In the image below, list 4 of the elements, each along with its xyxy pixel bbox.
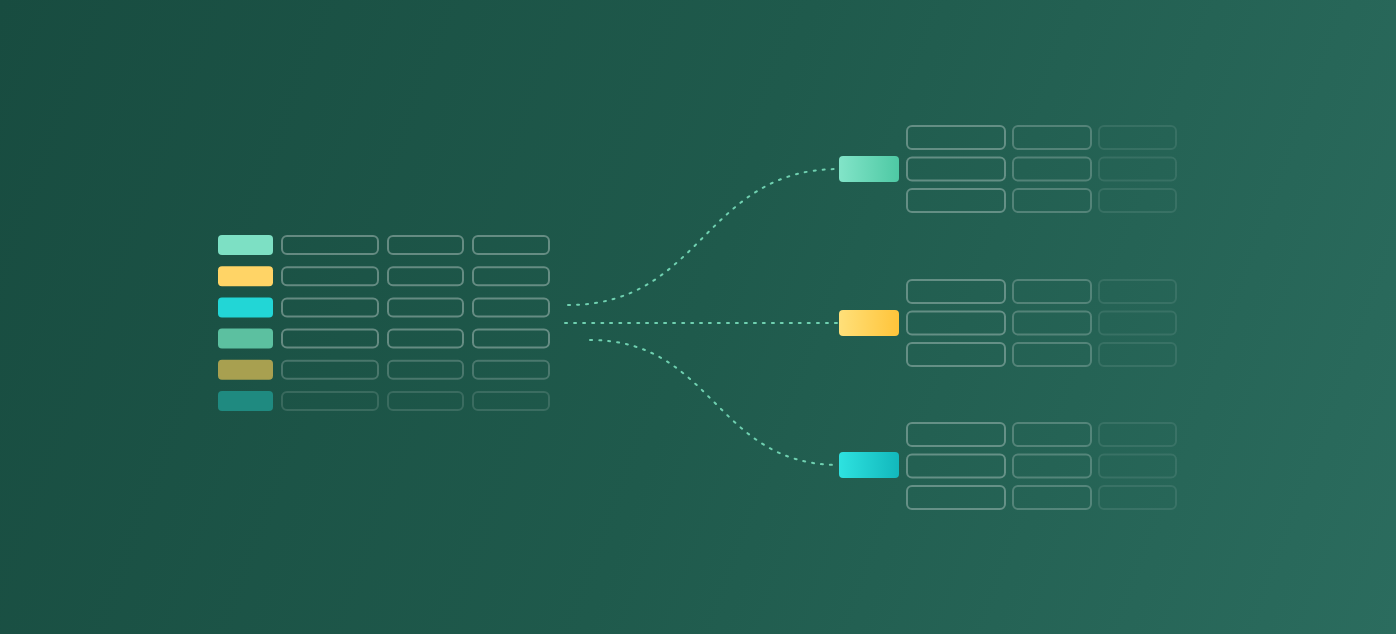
color-tag: [839, 156, 899, 182]
color-tag: [839, 310, 899, 336]
dashed-connector: [564, 322, 840, 324]
color-tag: [839, 452, 899, 478]
